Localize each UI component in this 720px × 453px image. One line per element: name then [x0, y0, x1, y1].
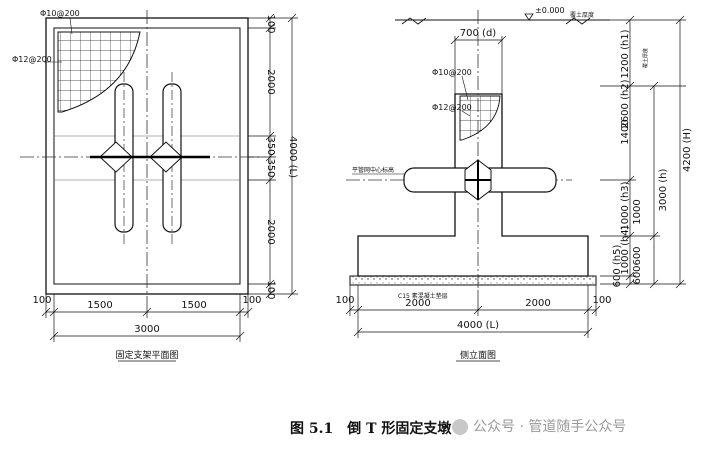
plan-dim-total: 4000 (L) [287, 136, 298, 178]
dim-h1-note: 覆土厚度 [642, 48, 649, 68]
plan-dim-mid-b: 350 [265, 158, 276, 177]
cushion-layer [349, 275, 597, 286]
section-leader-line [461, 75, 469, 101]
soil-symbol [401, 17, 591, 25]
plan-dim-ticks-bottom [41, 294, 253, 342]
dim-seg-1400: 1400 [620, 119, 631, 144]
dim-h5: 600 (h5) [612, 245, 623, 288]
section-dim-chains [600, 15, 686, 289]
section-dim-ticks-bottom [345, 285, 601, 338]
section-leader-line [461, 110, 471, 117]
plan-dim-width: 3000 [134, 324, 159, 335]
section-dim-half-right: 2000 [525, 298, 550, 309]
ground-label: 覆土厚度 [570, 11, 594, 19]
section-dim-right-margin: 100 [592, 295, 611, 306]
section-dim-left-margin: 100 [335, 295, 354, 306]
section-rebar-top-label: Φ10@200 [432, 68, 472, 77]
wechat-icon [452, 419, 468, 435]
plan-rebar-left-label: Φ12@200 [12, 55, 52, 64]
plan-dim-bottom-margin: 100 [265, 280, 276, 299]
dim-seg-600b: 600 [632, 265, 643, 284]
plan-dim-upper: 2000 [265, 69, 276, 94]
plan-dim-mid-a: 350 [265, 136, 276, 155]
plan-dim-lower: 2000 [265, 219, 276, 244]
plan-leader-line [69, 17, 73, 35]
plan-view-title: 固定支架平面图 [115, 349, 178, 361]
dim-h-total: 4200 (H) [682, 128, 693, 172]
dim-h2: 2600 (h2) [620, 79, 631, 128]
elevation-marker [524, 13, 534, 21]
elevation-label: ±0.000 [535, 6, 565, 15]
dim-seg-1000: 1000 [632, 199, 643, 224]
dim-h4: 1000 (h4) [620, 225, 631, 274]
figure-title: 倒 T 形固定支墩 [347, 421, 452, 437]
figure-number: 图 5.1 [290, 421, 334, 437]
dim-h-mid: 3000 (h) [658, 169, 669, 212]
watermark: 公众号 · 管道随手公众号 [452, 416, 626, 436]
dim-seg-600a: 600 [632, 246, 643, 265]
plan-dim-right-margin: 100 [242, 295, 261, 306]
section-dim-half-left: 2000 [405, 298, 430, 309]
figure-caption: 图 5.1 倒 T 形固定支墩 [290, 418, 465, 438]
section-view-title: 侧立面图 [460, 349, 496, 361]
dim-h1: 1200 (h1) [620, 29, 631, 78]
plan-dim-left-margin: 100 [32, 295, 51, 306]
section-rebar-side-label: Φ12@200 [432, 103, 472, 112]
plan-rebar-grid [57, 31, 141, 113]
plan-view: Φ10@200 Φ12@200 100 2000 350 350 2000 10… [12, 9, 298, 362]
plan-dim-half-right: 1500 [181, 300, 206, 311]
section-dim-length: 4000 (L) [457, 320, 499, 331]
pipe-center-label: 平管网中心标高 [352, 166, 394, 174]
watermark-text: 公众号 · 管道随手公众号 [473, 419, 627, 435]
cushion-label: C15 素混凝土垫层 [398, 292, 448, 300]
plan-rebar-top-label: Φ10@200 [40, 9, 80, 18]
section-view: ±0.000 覆土厚度 700 (d) Φ10@200 Φ12@200 平管网中… [335, 6, 693, 362]
dim-h3: 1000 (h3) [620, 181, 631, 230]
plan-dim-half-left: 1500 [87, 300, 112, 311]
stem-rebar-grid [459, 95, 501, 141]
plan-dim-ticks [248, 13, 298, 299]
plan-dim-top-margin: 100 [265, 14, 276, 33]
